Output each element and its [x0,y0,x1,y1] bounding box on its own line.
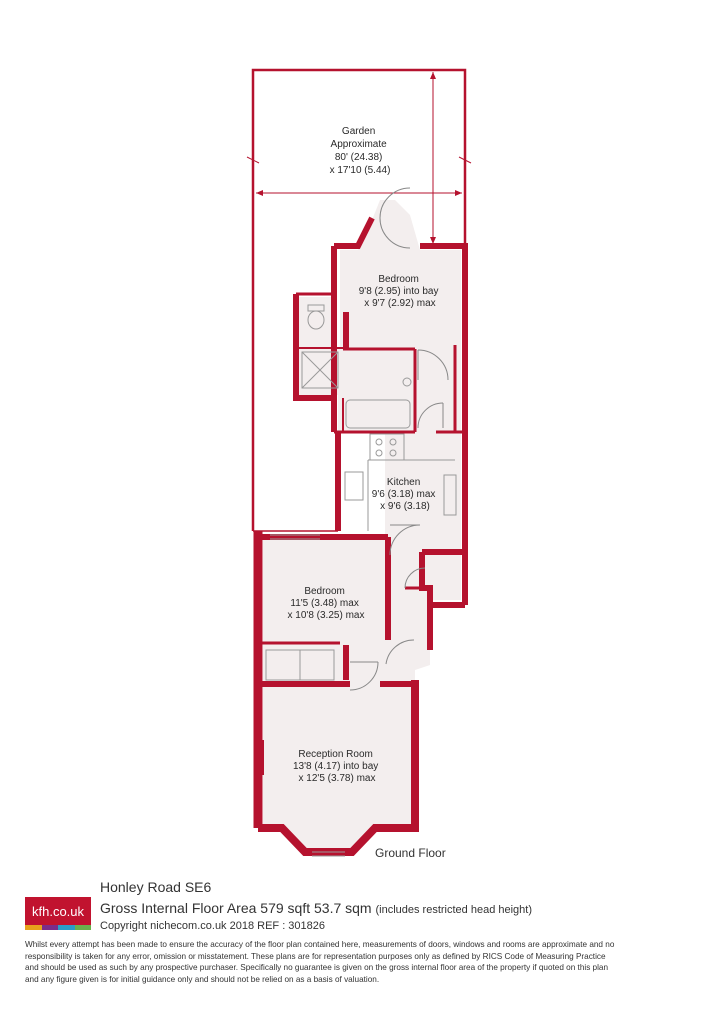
logo-strip-4 [74,925,91,930]
bedroom2-label: Bedroom 11'5 (3.48) max x 10'8 (3.25) ma… [288,586,365,621]
kfh-logo: kfh.co.uk [25,897,91,933]
logo-text: kfh.co.uk [25,897,91,925]
bedroom2-dim2: x 10'8 (3.25) max [288,610,365,621]
floor-area-note: (includes restricted head height) [375,904,532,916]
bedroom2-dim1: 11'5 (3.48) max [290,598,358,609]
kitchen-name: Kitchen [387,477,420,488]
fixtures [265,304,457,681]
doors [349,187,449,691]
property-address: Honley Road SE6 [100,879,212,895]
garden-area [246,68,472,532]
floor-area-text: Gross Internal Floor Area 579 sqft 53.7 … [100,900,372,916]
floor-plan: Garden Approximate 80' (24.38) x 17'10 (… [246,68,472,857]
floor-area: Gross Internal Floor Area 579 sqft 53.7 … [100,900,532,916]
windows [270,534,345,857]
reception-dim2: x 12'5 (3.78) max [299,773,376,784]
logo-strip-1 [25,925,42,930]
bedroom1-name: Bedroom [378,274,419,285]
reception-label: Reception Room 13'8 (4.17) into bay x 12… [293,749,381,784]
logo-strip-2 [41,925,58,930]
walls [253,216,468,856]
bedroom1-dim2: x 9'7 (2.92) max [364,298,435,309]
disclaimer: Whilst every attempt has been made to en… [25,940,615,984]
logo-strip-3 [58,925,75,930]
bedroom1-label: Bedroom 9'8 (2.95) into bay x 9'7 (2.92)… [359,274,442,309]
room-labels: Garden Approximate 80' (24.38) x 17'10 (… [288,126,442,784]
bedroom2-name: Bedroom [304,586,345,597]
logo-strip [25,925,91,930]
garden-label: Garden Approximate 80' (24.38) x 17'10 (… [330,126,391,176]
reception-name: Reception Room [298,749,372,760]
bedroom1-dim1: 9'8 (2.95) into bay [359,286,439,297]
garden-name: Garden [342,126,375,137]
garden-dim2: x 17'10 (5.44) [330,165,391,176]
kitchen-label: Kitchen 9'6 (3.18) max x 9'6 (3.18) [372,477,438,512]
floor-label: Ground Floor [375,846,446,860]
copyright: Copyright nichecom.co.uk 2018 REF : 3018… [100,920,326,932]
kitchen-dim2: x 9'6 (3.18) [380,501,430,512]
garden-dim1: 80' (24.38) [335,152,383,163]
reception-dim1: 13'8 (4.17) into bay [293,761,378,772]
kitchen-dim1: 9'6 (3.18) max [372,489,436,500]
garden-sub: Approximate [331,139,388,150]
